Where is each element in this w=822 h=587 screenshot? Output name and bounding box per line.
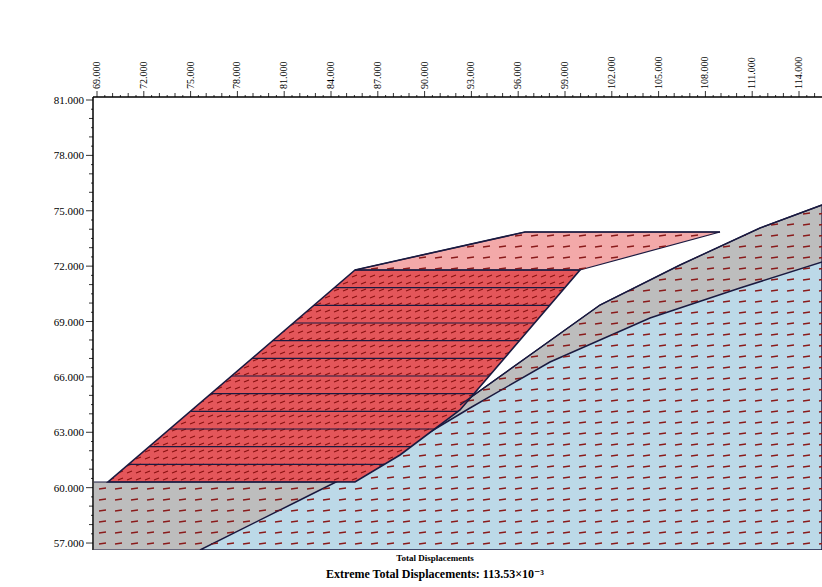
axis-tick <box>237 91 238 97</box>
axis-tick <box>658 91 659 97</box>
layer-line <box>94 464 600 465</box>
plot-caption: Extreme Total Displacements: 113.53×10⁻³ <box>323 567 547 582</box>
axis-tick <box>424 91 425 97</box>
layer-line <box>94 375 600 376</box>
layer-line <box>94 322 600 323</box>
soil-layer-arrows <box>94 205 822 550</box>
x-axis-label: 99.000 <box>559 62 571 90</box>
axis-tick <box>752 91 753 97</box>
left-axis <box>92 97 94 550</box>
axis-tick <box>86 432 93 433</box>
upper-fill <box>355 232 720 270</box>
y-axis-label: 81.000 <box>4 94 84 106</box>
axis-tick <box>86 100 93 101</box>
layer-line <box>94 305 600 306</box>
y-axis-label: 69.000 <box>4 316 84 328</box>
axis-tick <box>86 210 93 211</box>
soil-layer <box>94 205 822 550</box>
layer-line <box>94 340 600 341</box>
y-axis-label: 60.000 <box>4 482 84 494</box>
x-axis-label: 90.000 <box>419 62 431 90</box>
layer-line <box>94 411 600 412</box>
x-axis-label: 81.000 <box>278 62 290 90</box>
plot-caption: Total Displacements <box>393 552 476 564</box>
x-axis-label: 78.000 <box>231 62 243 90</box>
embankment-outline <box>108 270 580 482</box>
x-axis-label: 69.000 <box>91 62 103 90</box>
layer-line <box>94 446 600 447</box>
y-axis-label: 57.000 <box>4 537 84 549</box>
x-axis-label: 72.000 <box>138 62 150 90</box>
axis-tick <box>86 543 93 544</box>
axis-tick <box>611 91 612 97</box>
slope-surface <box>355 232 720 270</box>
x-axis-label: 111.000 <box>746 57 758 89</box>
x-axis-label: 75.000 <box>185 62 197 90</box>
axis-tick <box>471 91 472 97</box>
ground-line <box>460 205 822 405</box>
axis-tick <box>86 376 93 377</box>
y-axis-label: 63.000 <box>4 426 84 438</box>
axis-ticks <box>86 91 822 543</box>
y-axis-label: 72.000 <box>4 260 84 272</box>
y-axis-label: 75.000 <box>4 205 84 217</box>
axis-tick <box>565 91 566 97</box>
axis-tick <box>86 155 93 156</box>
axis-tick <box>86 321 93 322</box>
axis-tick <box>190 91 191 97</box>
axis-tick <box>86 266 93 267</box>
axis-tick <box>518 91 519 97</box>
y-axis-label: 78.000 <box>4 149 84 161</box>
axis-tick <box>97 91 98 97</box>
axis-tick <box>86 487 93 488</box>
x-axis-label: 96.000 <box>512 62 524 90</box>
x-axis-label: 105.000 <box>653 57 665 90</box>
layer-line <box>94 287 600 288</box>
axis-tick <box>377 91 378 97</box>
x-axis-label: 84.000 <box>325 62 337 90</box>
axis-tick <box>705 91 706 97</box>
embankment-layers <box>94 270 600 482</box>
x-axis-label: 114.000 <box>793 57 805 89</box>
x-axis-label: 102.000 <box>606 57 618 90</box>
top-axis <box>93 96 822 98</box>
y-axis-label: 66.000 <box>4 371 84 383</box>
axis-tick <box>284 91 285 97</box>
x-axis-label: 93.000 <box>465 62 477 90</box>
x-axis-label: 108.000 <box>699 57 711 90</box>
axis-tick <box>143 91 144 97</box>
upper-fill-arrows <box>355 232 720 270</box>
axis-tick <box>799 91 800 97</box>
x-axis-label: 87.000 <box>372 62 384 90</box>
axis-tick <box>331 91 332 97</box>
layer-line <box>94 393 600 394</box>
